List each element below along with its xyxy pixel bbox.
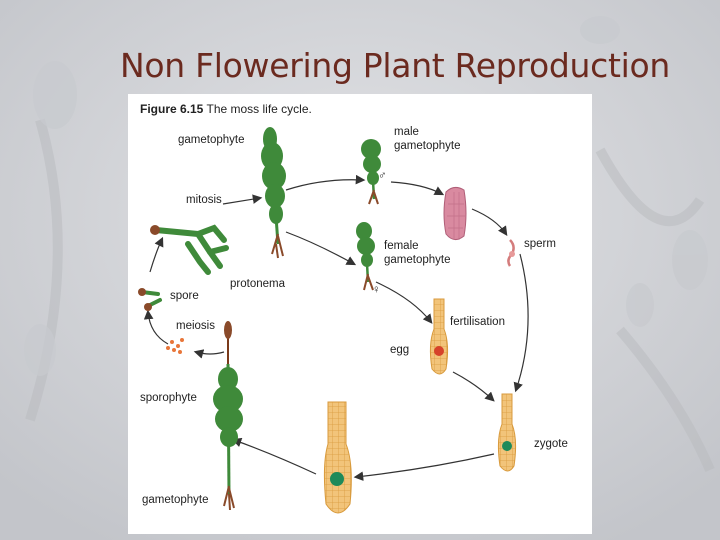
- label-protonema: protonema: [230, 278, 285, 290]
- embryo-sporophyte-illustration: [323, 401, 352, 514]
- label-zygote: zygote: [534, 438, 568, 450]
- moss-life-cycle-figure: Figure 6.15 The moss life cycle. gametop…: [128, 94, 592, 534]
- life-cycle-diagram: [138, 127, 529, 514]
- gametophyte-top-illustration: [261, 127, 286, 259]
- meiosis-spores-illustration: [166, 338, 184, 354]
- label-sporophyte: sporophyte: [140, 392, 197, 404]
- arrow-to-sperm: [471, 208, 508, 236]
- label-mitosis: mitosis: [186, 194, 222, 206]
- label-female-line2: gametophyte: [384, 254, 451, 266]
- sporophyte-illustration: [213, 321, 243, 511]
- sperm-illustration: [507, 239, 515, 267]
- zygote-archegonium-illustration: [497, 393, 517, 472]
- female-gametophyte-illustration: [356, 222, 375, 291]
- label-meiosis: meiosis: [176, 320, 215, 332]
- arrow-to-male: [285, 174, 366, 191]
- arrow-to-antheridium: [390, 181, 445, 196]
- label-gametophyte-top: gametophyte: [178, 134, 245, 146]
- arrow-mitosis: [222, 194, 263, 205]
- arrow-spore-to-protonema: [149, 236, 164, 273]
- label-spore: spore: [170, 290, 199, 302]
- male-gametophyte-illustration: [361, 139, 381, 205]
- label-male-line1: male: [394, 126, 419, 138]
- slide-title: Non Flowering Plant Reproduction: [120, 46, 670, 85]
- arrow-egg-to-zygote: [452, 371, 495, 402]
- egg-archegonium-illustration: [429, 298, 449, 375]
- label-gametophyte-bottom: gametophyte: [142, 494, 209, 506]
- label-sperm: sperm: [524, 238, 556, 250]
- antheridium-illustration: [443, 186, 467, 240]
- arrow-sperm-to-zygote: [513, 253, 529, 393]
- figure-caption: Figure 6.15 The moss life cycle.: [140, 102, 312, 116]
- label-fertilisation: fertilisation: [450, 316, 505, 328]
- arrow-female-to-egg: [375, 281, 433, 324]
- arrow-zygote-to-embryo: [353, 453, 495, 481]
- arrow-embryo-to-sporophyte: [231, 437, 317, 475]
- arrow-meiosis-to-spore: [143, 309, 169, 345]
- label-egg: egg: [390, 344, 410, 356]
- male-symbol: ♂: [378, 170, 387, 182]
- female-symbol: ♀: [372, 284, 381, 296]
- arrow-to-female: [285, 231, 357, 266]
- protonema-illustration: [153, 224, 229, 275]
- arrow-capsule-to-meiosis: [193, 349, 225, 359]
- label-female-line1: female: [384, 240, 419, 252]
- figure-caption-number: Figure 6.15: [140, 102, 204, 116]
- figure-caption-text: The moss life cycle.: [206, 102, 312, 116]
- label-male-line2: gametophyte: [394, 140, 461, 152]
